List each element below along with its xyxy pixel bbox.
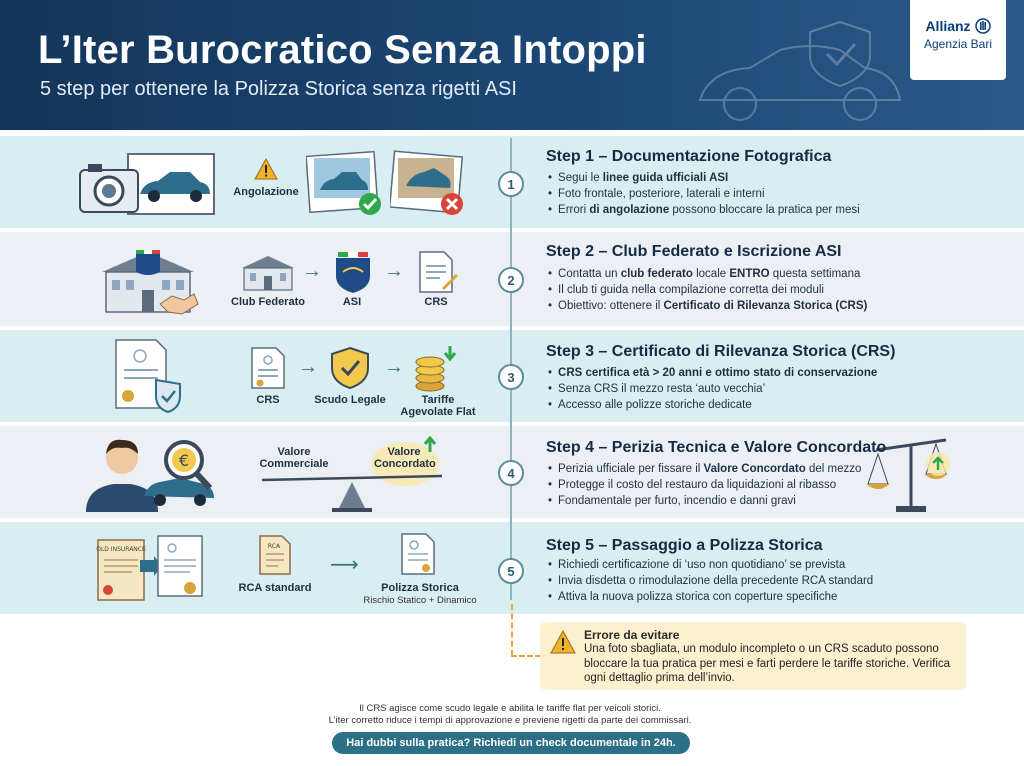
asi-shield-icon — [336, 252, 370, 293]
header-banner: L’Iter Burocratico Senza Intoppi 5 step … — [0, 0, 1024, 130]
step-2-title: Step 2 – Club Federato e Iscrizione ASI — [546, 243, 842, 260]
step-5-bullets: Richiedi certificazione di ‘uso non quot… — [548, 557, 873, 605]
step-4-bullet-2: Protegge il costo del restauro da liquid… — [548, 477, 861, 493]
arrow-right-icon: → — [302, 260, 322, 282]
step-3-bullet-3: Accesso alle polizze storiche dedicate — [548, 397, 877, 413]
step-2-bullet-2: Il club ti guida nella compilazione corr… — [548, 282, 867, 298]
label-valore-concordato: Valore Concordato — [374, 446, 436, 470]
correct-photo-icon — [306, 150, 381, 215]
step-1-bullets: Segui le linee guida ufficiali ASI Foto … — [548, 170, 860, 218]
step-4-bullets: Perizia ufficiale per fissare il Valore … — [548, 461, 861, 509]
step-2-bullets: Contatta un club federato locale ENTRO q… — [548, 266, 867, 314]
label-tariffe: Tariffe Agevolate Flat — [400, 394, 476, 418]
warning-title: Errore da evitare — [584, 628, 680, 642]
wrong-photo-icon — [390, 150, 464, 215]
step-3-title: Step 3 – Certificato di Rilevanza Storic… — [546, 343, 896, 360]
old-to-new-policy-icon: OLD INSURANCE — [96, 535, 203, 601]
step-4-number: 4 — [498, 460, 524, 486]
crs-certificate-icon — [251, 347, 285, 389]
club-building-handshake-icon — [102, 250, 199, 315]
warning-triangle-icon — [254, 158, 278, 180]
footer-note-2: L’iter corretto riduce i tempi di approv… — [328, 715, 692, 726]
logo-agency: Agenzia Bari — [923, 37, 993, 51]
warning-connector — [511, 655, 541, 657]
arrow-right-icon: → — [384, 260, 404, 282]
label-valore-commerciale: Valore Commerciale — [259, 446, 329, 470]
balance-beam-icon — [261, 474, 443, 512]
step-1-bullet-3: Errori di angolazione possono bloccare l… — [548, 202, 860, 218]
label-angolazione: Angolazione — [233, 186, 299, 198]
allianz-eagle-icon — [974, 18, 991, 34]
label-rischio: Rischio Statico + Dinamico — [363, 595, 477, 606]
certificate-shield-icon — [115, 339, 181, 414]
arrow-right-icon: ⟶ — [330, 554, 359, 576]
arrow-right-icon: → — [298, 356, 318, 378]
warning-text: Una foto sbagliata, un modulo incompleto… — [584, 643, 951, 684]
club-federato-icon — [242, 256, 294, 291]
step-5-bullet-3: Attiva la nuova polizza storica con cope… — [548, 589, 873, 605]
step-5-bullet-1: Richiedi certificazione di ‘uso non quot… — [548, 557, 873, 573]
polizza-storica-icon — [401, 533, 435, 575]
logo-brand: Allianz — [910, 18, 1006, 34]
crs-document-icon — [419, 251, 458, 293]
step-1-title: Step 1 – Documentazione Fotografica — [546, 148, 832, 165]
camera-car-icon — [79, 153, 215, 215]
step-5-number: 5 — [498, 558, 524, 584]
page-subtitle: 5 step per ottenere la Polizza Storica s… — [40, 78, 517, 100]
step-1-bullet-2: Foto frontale, posteriore, laterali e in… — [548, 186, 860, 202]
label-club-federato: Club Federato — [231, 296, 305, 308]
coins-down-icon — [415, 346, 457, 392]
rca-doc-label: RCA — [268, 543, 281, 550]
rca-document-icon: RCA — [259, 535, 291, 575]
step-3-bullet-2: Senza CRS il mezzo resta ‘auto vecchia’ — [548, 381, 877, 397]
cta-button[interactable]: Hai dubbi sulla pratica? Richiedi un che… — [332, 732, 690, 754]
svg-text:€: € — [179, 451, 189, 470]
step-3-bullets: CRS certifica età > 20 anni e ottimo sta… — [548, 365, 877, 413]
step-5-title: Step 5 – Passaggio a Polizza Storica — [546, 537, 823, 554]
step-3-number: 3 — [498, 364, 524, 390]
step-2-bullet-3: Obiettivo: ottenere il Certificato di Ri… — [548, 298, 867, 314]
old-insurance-label: OLD INSURANCE — [96, 546, 146, 553]
label-polizza-storica: Polizza Storica — [381, 582, 459, 594]
label-asi: ASI — [342, 296, 362, 308]
scale-justice-icon — [866, 438, 950, 512]
warning-connector — [511, 604, 513, 656]
allianz-logo: Allianz Agenzia Bari — [910, 0, 1006, 80]
step-3-bullet-1: CRS certifica età > 20 anni e ottimo sta… — [548, 365, 877, 381]
label-rca-standard: RCA standard — [238, 582, 312, 594]
footer-note-1: Il CRS agisce come scudo legale e abilit… — [359, 703, 661, 714]
step-4-bullet-3: Fondamentale per furto, incendio e danni… — [548, 493, 861, 509]
step-2-number: 2 — [498, 267, 524, 293]
step-4-bullet-1: Perizia ufficiale per fissare il Valore … — [548, 461, 861, 477]
appraiser-car-euro-icon: € — [86, 439, 214, 512]
warning-icon — [550, 630, 576, 654]
label-crs: CRS — [424, 296, 448, 308]
logo-brand-text: Allianz — [925, 18, 971, 34]
vintage-car-icon — [698, 20, 902, 121]
arrow-right-icon: → — [384, 356, 404, 378]
step-1-number: 1 — [498, 171, 524, 197]
page-title: L’Iter Burocratico Senza Intoppi — [38, 28, 647, 72]
step-5-bullet-2: Invia disdetta o rimodulazione della pre… — [548, 573, 873, 589]
step-1-bullet-1: Segui le linee guida ufficiali ASI — [548, 170, 860, 186]
label-scudo-legale: Scudo Legale — [314, 394, 386, 406]
step-2-bullet-1: Contatta un club federato locale ENTRO q… — [548, 266, 867, 282]
step-4-title: Step 4 – Perizia Tecnica e Valore Concor… — [546, 439, 887, 456]
glow-up-arrow-icon — [371, 436, 439, 486]
shield-check-icon — [331, 346, 369, 390]
warning-box: Errore da evitare Una foto sbagliata, un… — [540, 622, 966, 690]
label-crs-3: CRS — [256, 394, 280, 406]
